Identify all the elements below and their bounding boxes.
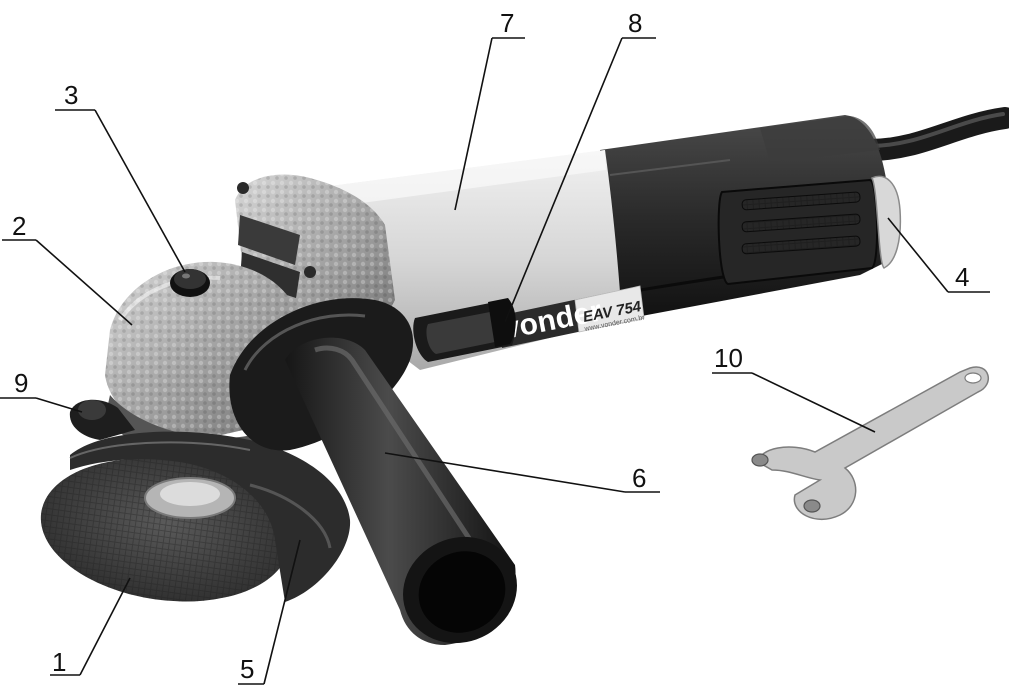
- callout-number: 1: [52, 647, 66, 677]
- spindle-lock-button: [170, 269, 210, 297]
- callout-number: 4: [955, 262, 969, 292]
- callout-3: 3: [55, 80, 186, 273]
- callout-10: 10: [712, 343, 876, 433]
- guard-lever: [69, 399, 135, 440]
- callout-7: 7: [454, 8, 525, 211]
- callout-2: 2: [2, 211, 133, 326]
- callout-number: 9: [14, 368, 28, 398]
- callout-4: 4: [887, 217, 990, 293]
- callout-number: 5: [240, 654, 254, 684]
- grinding-disc: [40, 458, 290, 602]
- callout-1: 1: [50, 577, 131, 677]
- power-cord: [859, 107, 1009, 161]
- callout-8: 8: [504, 8, 656, 323]
- callout-9: 9: [0, 368, 83, 413]
- brush-cover: [870, 175, 902, 269]
- callout-number: 6: [632, 463, 646, 493]
- callout-number: 7: [500, 8, 514, 38]
- power-switch: [413, 298, 516, 362]
- callout-number: 2: [12, 211, 26, 241]
- motor-body: vonder EAV 754 www.vonder.com.br: [300, 150, 646, 370]
- air-vents: [717, 178, 879, 286]
- callout-5: 5: [238, 539, 301, 685]
- spanner-wrench: [751, 366, 989, 521]
- callout-number: 10: [714, 343, 743, 373]
- product-label: vonder EAV 754 www.vonder.com.br: [498, 285, 646, 348]
- callout-number: 8: [628, 8, 642, 38]
- rear-housing: [599, 115, 902, 320]
- wheel-guard: [69, 431, 351, 602]
- side-handle: [229, 298, 517, 645]
- callout-6: 6: [384, 452, 660, 493]
- callout-number: 3: [64, 80, 78, 110]
